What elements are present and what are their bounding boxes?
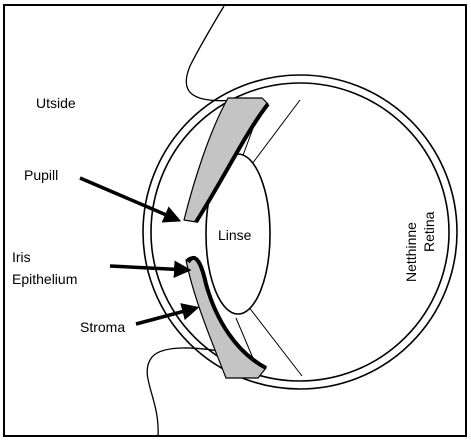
- iris-epithelium-arrow: [110, 266, 188, 270]
- label-stroma: Stroma: [80, 319, 125, 335]
- label-iris: Iris: [12, 249, 31, 265]
- label-retina-norwegian: Netthinne: [403, 222, 419, 282]
- label-outside: Utside: [36, 95, 76, 111]
- pupil-arrow: [80, 178, 178, 220]
- label-retina-english: Retina: [421, 211, 437, 252]
- face-profile-upper: [186, 6, 236, 101]
- label-pupil: Pupill: [24, 167, 58, 183]
- label-lens: Linse: [218, 227, 252, 243]
- label-epithelium: Epithelium: [12, 271, 77, 287]
- stroma-arrow: [136, 308, 196, 324]
